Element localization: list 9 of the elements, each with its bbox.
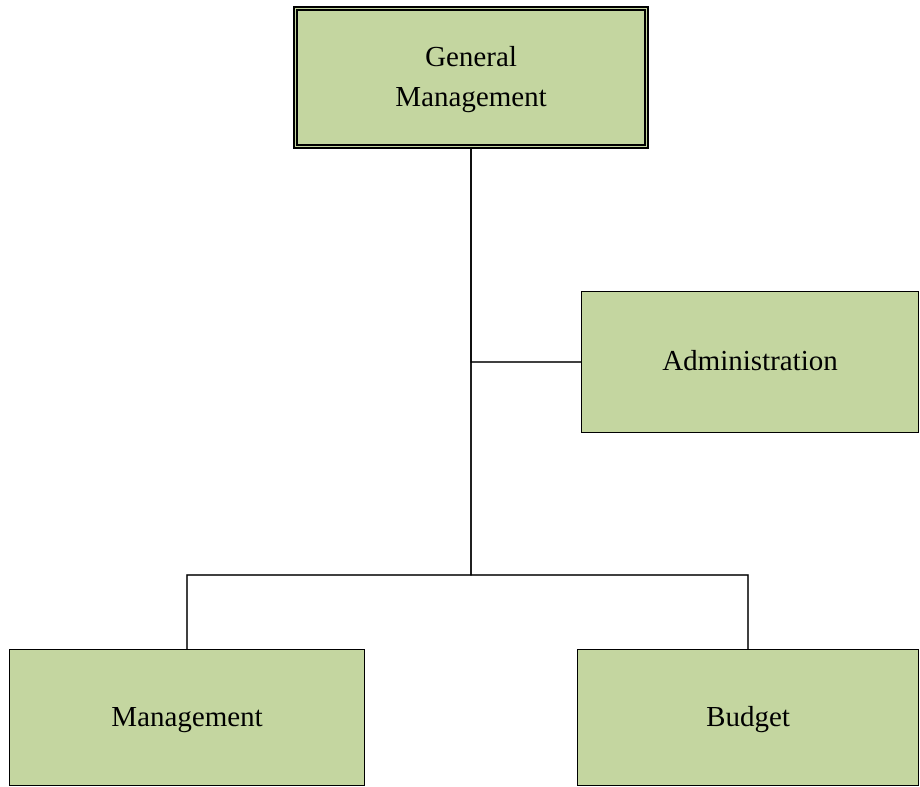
- org-box: [577, 649, 919, 786]
- unit-label: Budget: [706, 700, 790, 735]
- org-box: [9, 649, 365, 786]
- unit-label: Management: [111, 700, 263, 735]
- unit-label: General Management: [394, 40, 548, 114]
- connector-line: [470, 149, 749, 649]
- unit-label: Administration: [662, 344, 838, 380]
- org-box: [293, 6, 649, 149]
- org-box: [581, 291, 919, 433]
